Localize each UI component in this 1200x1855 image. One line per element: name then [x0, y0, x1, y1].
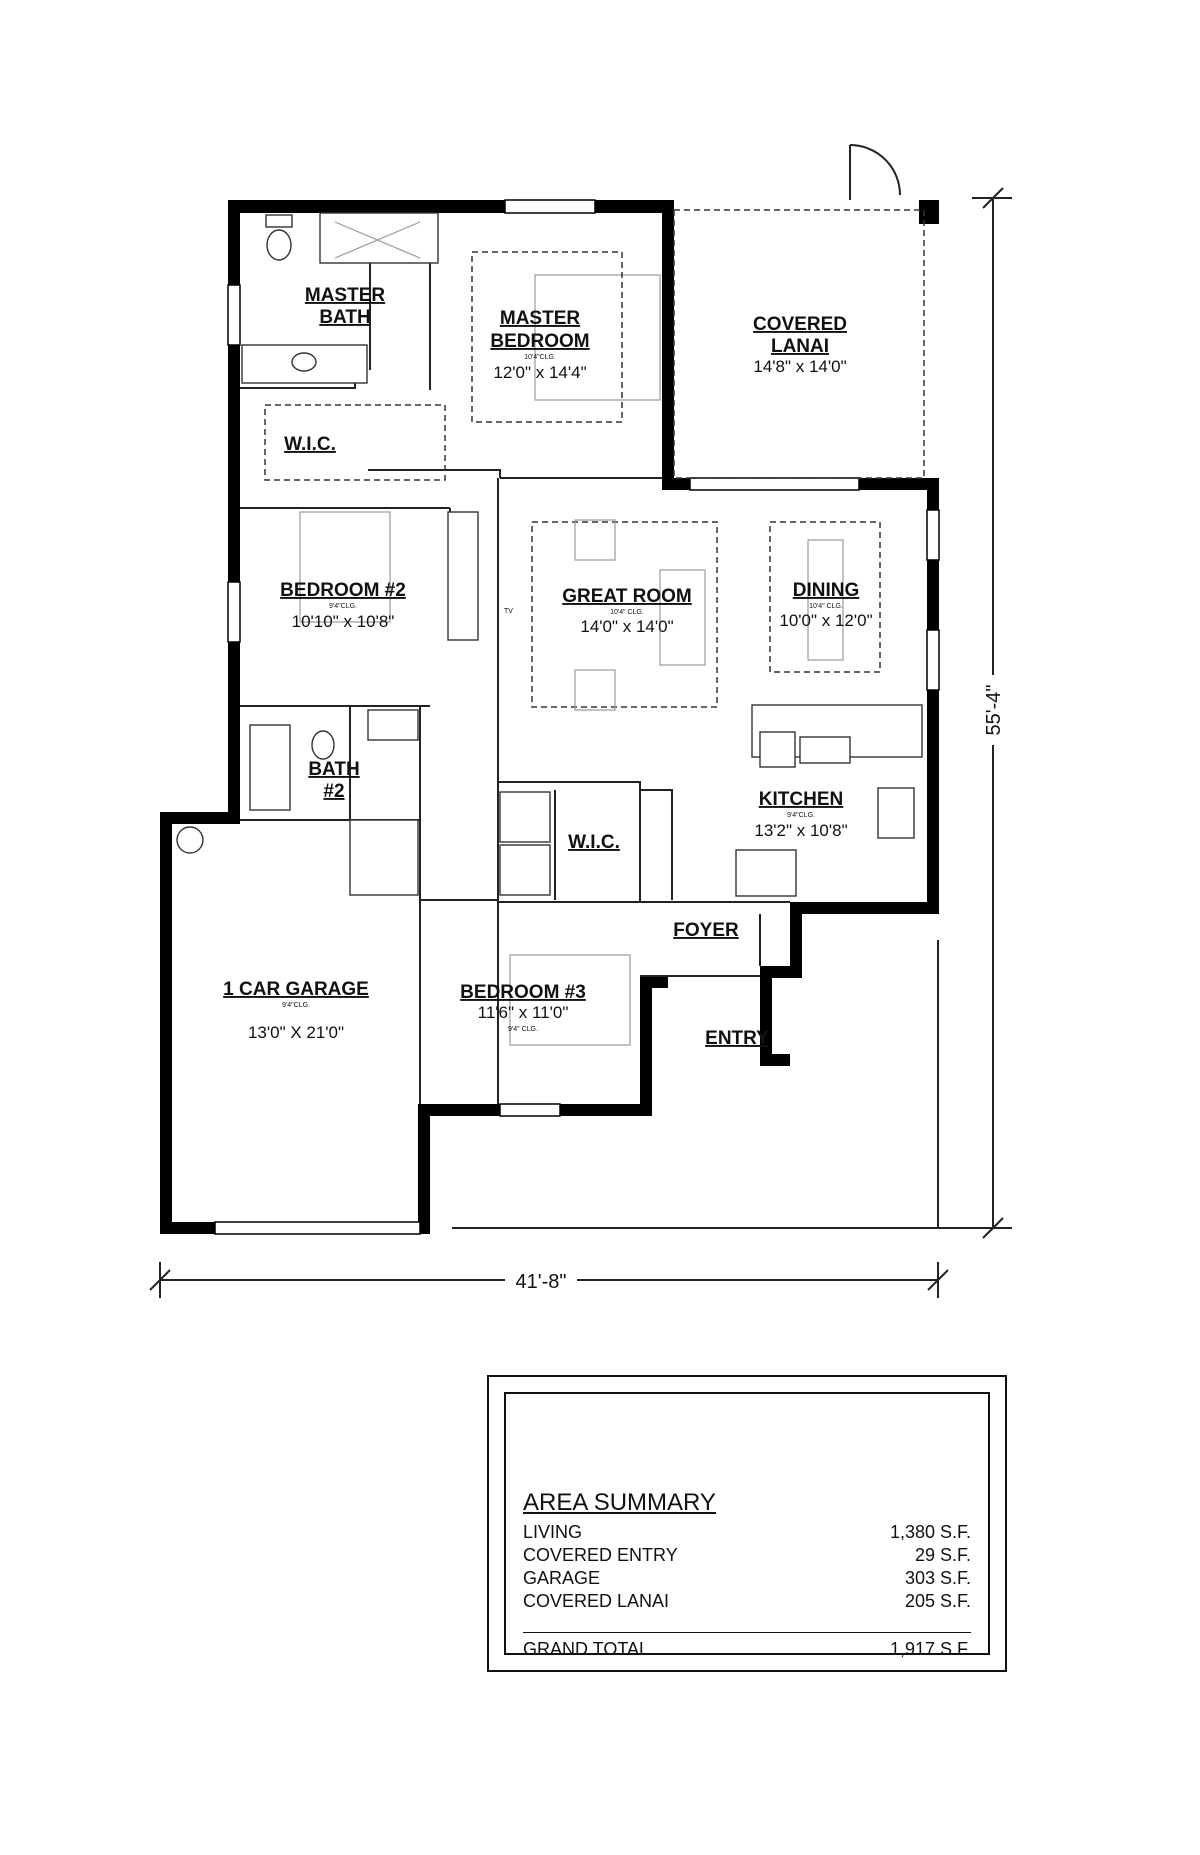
tv-label: TV — [504, 608, 513, 615]
label-garage: 1 CAR GARAGE — [223, 979, 369, 1000]
label-great-room: GREAT ROOM — [562, 586, 691, 607]
exterior-walls — [160, 200, 939, 1234]
size-covered-lanai: 14'8" x 14'0" — [753, 357, 846, 376]
size-great-room: 14'0" x 14'0" — [580, 617, 673, 636]
label-master-bath-1: MASTER — [305, 285, 386, 306]
label-wic-2: W.I.C. — [568, 832, 620, 853]
fixtures — [176, 212, 923, 1046]
area-row-label: LIVING — [523, 1522, 583, 1542]
area-total-value: 1,917 S.F. — [889, 1639, 971, 1659]
clg-bedroom-2: 9'4"CLG. — [329, 603, 357, 610]
size-bedroom-3: 11'6" x 11'0" — [478, 1003, 569, 1022]
area-row-value: 1,380 S.F. — [889, 1522, 971, 1542]
size-dining: 10'0" x 12'0" — [779, 611, 872, 630]
label-master-bedroom-1: MASTER — [500, 308, 581, 329]
size-master-bedroom: 12'0" x 14'4" — [493, 363, 586, 382]
clg-dining: 10'4" CLG. — [809, 603, 843, 610]
area-summary-inner: AREA SUMMARY LIVING 1,380 S.F. COVERED E… — [504, 1392, 990, 1659]
area-row-label: COVERED LANAI — [523, 1591, 670, 1611]
clg-kitchen: 9'4"CLG. — [787, 812, 815, 819]
label-entry: ENTRY — [705, 1028, 769, 1049]
label-wic-master: W.I.C. — [284, 434, 336, 455]
area-row-living: LIVING 1,380 S.F. — [523, 1522, 971, 1545]
clg-master-bedroom: 10'4"CLG. — [524, 354, 556, 361]
room-labels: MASTER BATH MASTER BEDROOM 10'4"CLG. 12'… — [223, 285, 872, 1049]
area-row-covered-entry: COVERED ENTRY 29 S.F. — [523, 1545, 971, 1568]
label-foyer: FOYER — [673, 920, 739, 941]
width-dimension: 41'-8" — [516, 1271, 567, 1293]
area-total-label: GRAND TOTAL — [523, 1639, 650, 1659]
area-summary-divider — [523, 1632, 971, 1633]
clg-bedroom-3: 9'4" CLG. — [508, 1026, 538, 1033]
depth-dimension: 55'-4" — [983, 685, 1005, 736]
area-row-covered-lanai: COVERED LANAI 205 S.F. — [523, 1591, 971, 1614]
area-summary-title: AREA SUMMARY — [523, 1489, 716, 1516]
dimension-lines: 41'-8" 55'-4" — [149, 187, 1012, 1298]
area-row-garage: GARAGE 303 S.F. — [523, 1568, 971, 1591]
area-row-label: GARAGE — [523, 1568, 601, 1588]
label-bath-2-1: BATH — [308, 759, 359, 780]
label-bedroom-2: BEDROOM #2 — [280, 580, 406, 601]
area-row-grand-total: GRAND TOTAL 1,917 S.F. — [523, 1639, 971, 1662]
interior-walls — [240, 213, 790, 1104]
label-master-bath-2: BATH — [319, 307, 370, 328]
area-summary-box: AREA SUMMARY LIVING 1,380 S.F. COVERED E… — [487, 1375, 1007, 1672]
label-covered-lanai-1: COVERED — [753, 314, 847, 335]
floor-plan: MASTER BATH MASTER BEDROOM 10'4"CLG. 12'… — [149, 144, 1012, 1298]
label-bedroom-3: BEDROOM #3 — [460, 982, 586, 1003]
clg-great-room: 10'4" CLG. — [610, 609, 644, 616]
label-kitchen: KITCHEN — [759, 789, 843, 810]
area-row-label: COVERED ENTRY — [523, 1545, 678, 1565]
area-row-value: 303 S.F. — [904, 1568, 971, 1588]
windows — [214, 199, 940, 1235]
size-bedroom-2: 10'10" x 10'8" — [292, 612, 395, 631]
label-covered-lanai-2: LANAI — [771, 336, 829, 357]
size-garage: 13'0" X 21'0" — [248, 1023, 344, 1042]
label-bath-2-2: #2 — [323, 781, 344, 802]
label-master-bedroom-2: BEDROOM — [490, 331, 589, 352]
area-row-value: 29 S.F. — [914, 1545, 971, 1565]
size-kitchen: 13'2" x 10'8" — [754, 821, 847, 840]
clg-garage: 9'4"CLG. — [282, 1002, 310, 1009]
area-row-value: 205 S.F. — [904, 1591, 971, 1611]
label-dining: DINING — [793, 580, 860, 601]
